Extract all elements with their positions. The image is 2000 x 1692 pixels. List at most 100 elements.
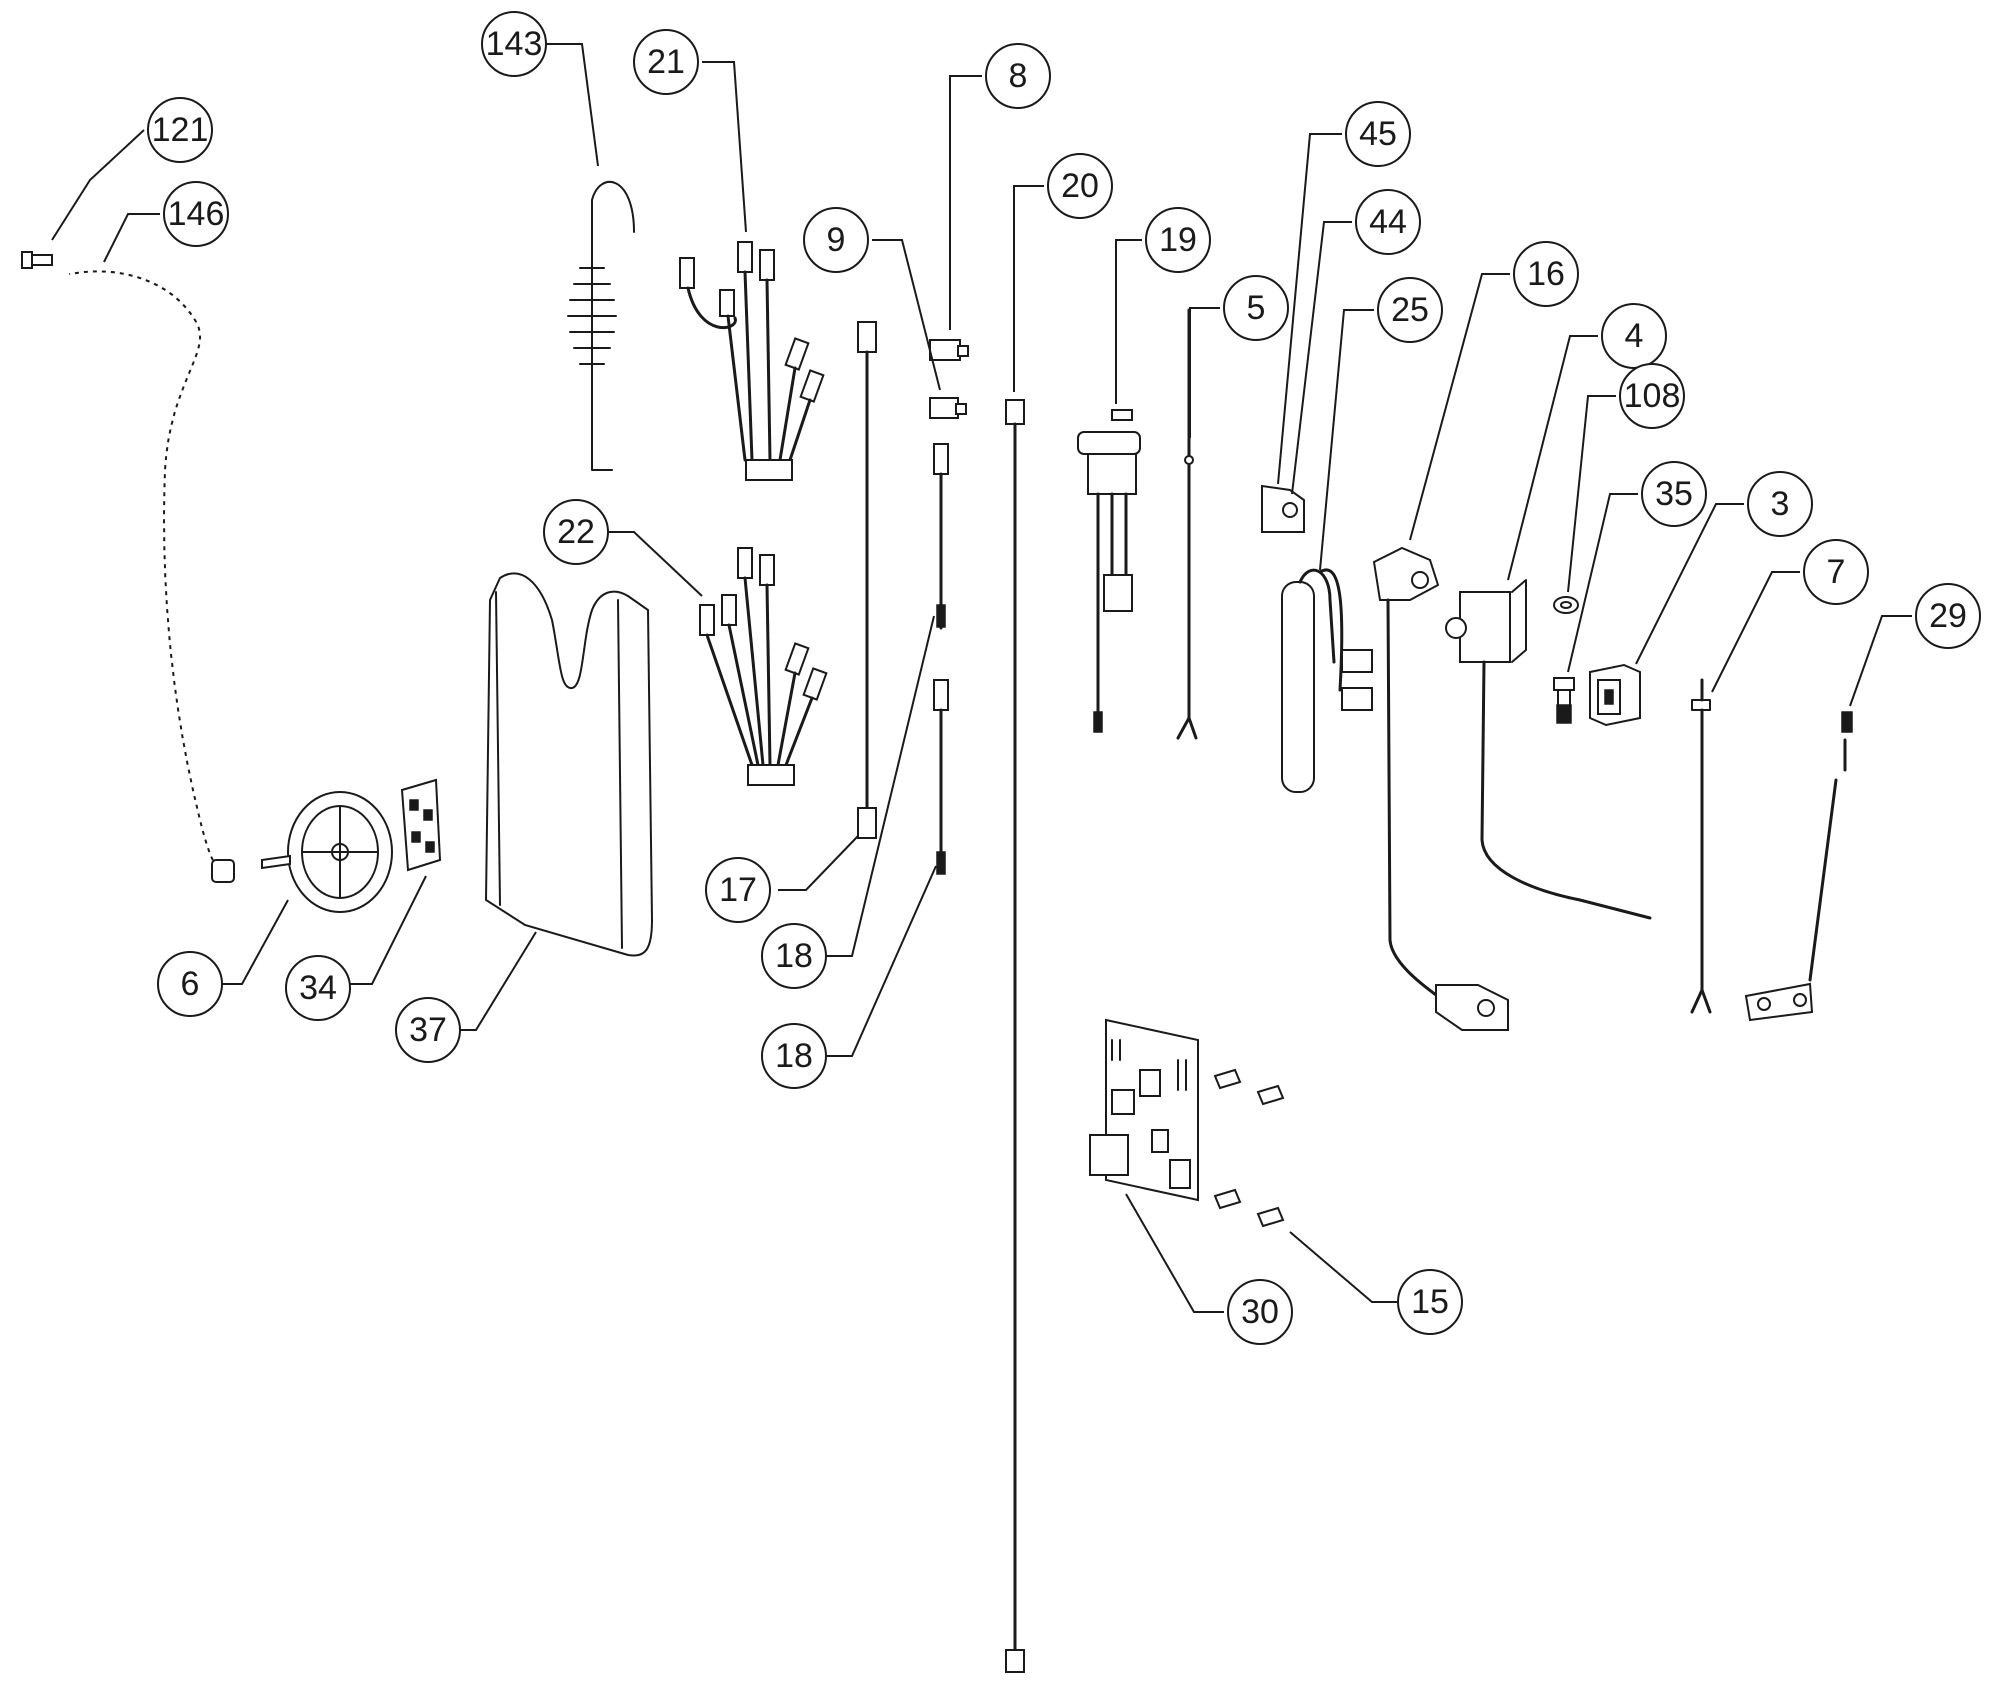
part-108-nut [1553,596,1579,614]
part-22-wiring-harness [699,547,828,786]
leader-18a [820,615,935,957]
svg-text:7: 7 [1827,553,1846,591]
svg-text:18: 18 [775,937,813,975]
svg-text:44: 44 [1369,203,1407,241]
svg-text:21: 21 [647,43,685,81]
leader-6 [212,899,289,985]
part-8-connector [929,339,969,361]
svg-text:143: 143 [486,25,543,63]
svg-text:37: 37 [409,1011,447,1049]
leader-146 [103,213,160,263]
callout-34: 34 [285,955,351,1021]
part-37-insulation-panel [484,572,654,957]
callout-7: 7 [1803,539,1869,605]
svg-text:45: 45 [1359,115,1397,153]
leader-16 [1409,273,1510,541]
leader-lines [51,43,1912,1313]
svg-text:3: 3 [1771,485,1790,523]
callout-15: 15 [1397,1269,1463,1335]
part-29-igniter [1744,711,1853,1022]
part-30-control-board [1089,1018,1199,1202]
svg-text:18: 18 [775,1037,813,1075]
part-21-wiring-harness [679,241,825,481]
leader-17 [778,835,859,891]
svg-text:146: 146 [168,195,225,233]
callout-146: 146 [163,181,229,247]
leader-8 [949,75,982,330]
part-121-screw [21,251,53,269]
leader-3 [1635,503,1744,665]
leader-5 [1189,307,1220,438]
part-20-long-cable [1005,399,1025,1673]
callout-20: 20 [1047,153,1113,219]
part-7-probe-rod [1690,678,1712,1014]
part-35-fuse-holder [1553,677,1575,724]
svg-text:22: 22 [557,513,595,551]
callout-25: 25 [1377,277,1443,343]
callout-45: 45 [1345,101,1411,167]
callout-143: 143 [481,11,547,77]
callout-37: 37 [395,997,461,1063]
svg-text:17: 17 [719,871,757,909]
part-3-rocker-switch [1589,663,1641,727]
callout-29: 29 [1915,583,1981,649]
svg-text:30: 30 [1241,1293,1279,1331]
callout-18b: 18 [761,1023,827,1089]
leader-4 [1507,335,1598,581]
leader-121 [51,129,145,241]
svg-text:121: 121 [152,111,209,149]
svg-text:9: 9 [827,221,846,259]
svg-text:25: 25 [1391,291,1429,329]
leader-22 [604,531,703,597]
part-25-heating-element [1281,568,1373,793]
callout-8: 8 [985,43,1051,109]
callout-5: 5 [1223,275,1289,341]
callout-16: 16 [1513,241,1579,307]
leader-9 [872,239,941,391]
callout-9: 9 [803,207,869,273]
leader-143 [542,43,599,167]
callout-3: 3 [1747,471,1813,537]
part-17-cable [857,321,877,839]
leader-15 [1289,1231,1402,1303]
leader-45 [1277,133,1342,485]
callout-4: 4 [1601,303,1667,369]
leader-34 [344,875,427,985]
svg-text:20: 20 [1061,167,1099,205]
callout-35: 35 [1641,461,1707,527]
part-16-power-cord [1372,546,1509,1031]
callout-44: 44 [1355,189,1421,255]
leader-30 [1125,1193,1224,1313]
callout-22: 22 [543,499,609,565]
svg-text:108: 108 [1624,377,1681,415]
callout-18a: 18 [761,923,827,989]
part-34-terminal-block [400,778,442,872]
leader-21 [702,61,747,233]
callout-17: 17 [705,857,771,923]
leader-29 [1849,615,1912,707]
part-19-switch-assembly [1077,409,1141,733]
part-18-cable-upper [933,443,949,630]
part-9-connector [929,397,967,419]
part-5-probe [1176,308,1198,740]
svg-text:16: 16 [1527,255,1565,293]
callout-30: 30 [1227,1279,1293,1345]
part-15-standoffs [1213,1068,1285,1228]
svg-text:8: 8 [1009,57,1028,95]
callout-121: 121 [147,97,213,163]
leader-19 [1115,239,1142,404]
leader-35 [1567,493,1638,673]
callout-108: 108 [1619,363,1685,429]
part-146-hose [69,266,235,883]
callout-6: 6 [157,951,223,1017]
svg-text:6: 6 [181,965,200,1003]
part-44-45-clip [1261,484,1305,533]
part-6-pressure-switch [261,791,393,913]
callout-19: 19 [1145,207,1211,273]
leader-25 [1319,309,1374,571]
part-143-hook-spring [567,180,635,471]
svg-text:29: 29 [1929,597,1967,635]
svg-text:4: 4 [1625,317,1644,355]
svg-text:34: 34 [299,969,337,1007]
